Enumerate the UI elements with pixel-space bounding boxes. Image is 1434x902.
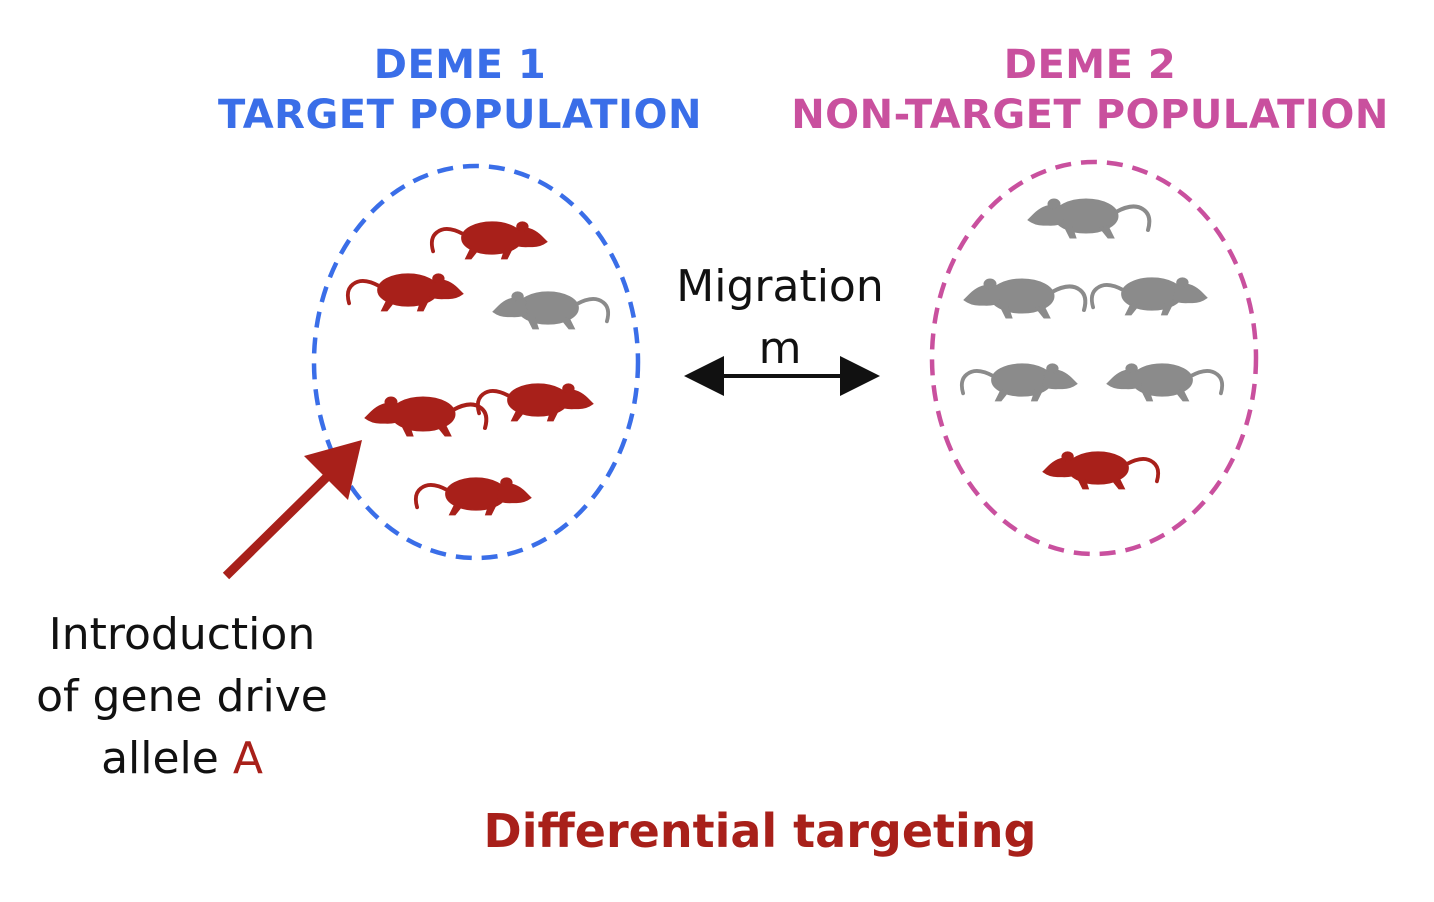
rat-icon xyxy=(345,271,466,313)
migration-rate-symbol: m xyxy=(758,323,802,374)
introduction-label: Introduction of gene drive allele A xyxy=(0,604,364,790)
migration-text: Migration xyxy=(676,261,884,312)
deme1-title: DEME 1 TARGET POPULATION xyxy=(160,40,760,140)
rat-shape xyxy=(475,381,596,423)
arrow-icon xyxy=(222,440,362,580)
deme1-title-line2: TARGET POPULATION xyxy=(218,92,702,138)
deme1-rats xyxy=(345,219,611,517)
migration-label: Migration m xyxy=(630,256,930,380)
deme2-title-line2: NON-TARGET POPULATION xyxy=(791,92,1389,138)
rat-shape xyxy=(363,395,489,438)
introduction-line3: allele A xyxy=(0,728,364,790)
rat-icon xyxy=(1041,449,1161,491)
rat-shape xyxy=(1026,197,1152,240)
rat-icon xyxy=(413,475,534,517)
introduction-line3-prefix: allele xyxy=(101,733,233,784)
deme1-boundary xyxy=(311,163,641,561)
rat-shape xyxy=(1089,275,1209,317)
rat-icon xyxy=(959,361,1079,403)
rat-icon xyxy=(1105,361,1225,403)
rat-icon xyxy=(363,395,489,438)
rat-icon xyxy=(475,381,596,423)
deme2-rats xyxy=(959,197,1225,491)
deme2-title-line1: DEME 2 xyxy=(1003,42,1177,88)
rat-shape xyxy=(962,277,1088,320)
deme2-title: DEME 2 NON-TARGET POPULATION xyxy=(740,40,1434,140)
rat-icon xyxy=(1089,275,1209,317)
rat-icon xyxy=(429,219,550,261)
introduction-line1: Introduction xyxy=(48,609,316,660)
rat-shape xyxy=(490,289,611,331)
rat-shape xyxy=(1041,449,1161,491)
rat-shape xyxy=(345,271,466,313)
deme1-title-line1: DEME 1 xyxy=(373,42,547,88)
rat-icon xyxy=(962,277,1088,320)
rat-shape xyxy=(429,219,550,261)
rat-icon xyxy=(490,289,611,331)
rat-shape xyxy=(413,475,534,517)
deme2-boundary xyxy=(929,159,1259,557)
footer-title: Differential targeting xyxy=(483,804,1037,858)
rat-icon xyxy=(1026,197,1152,240)
rat-shape xyxy=(1105,361,1225,403)
introduction-line2: of gene drive xyxy=(36,671,328,722)
rat-shape xyxy=(959,361,1079,403)
allele-symbol: A xyxy=(232,733,263,784)
